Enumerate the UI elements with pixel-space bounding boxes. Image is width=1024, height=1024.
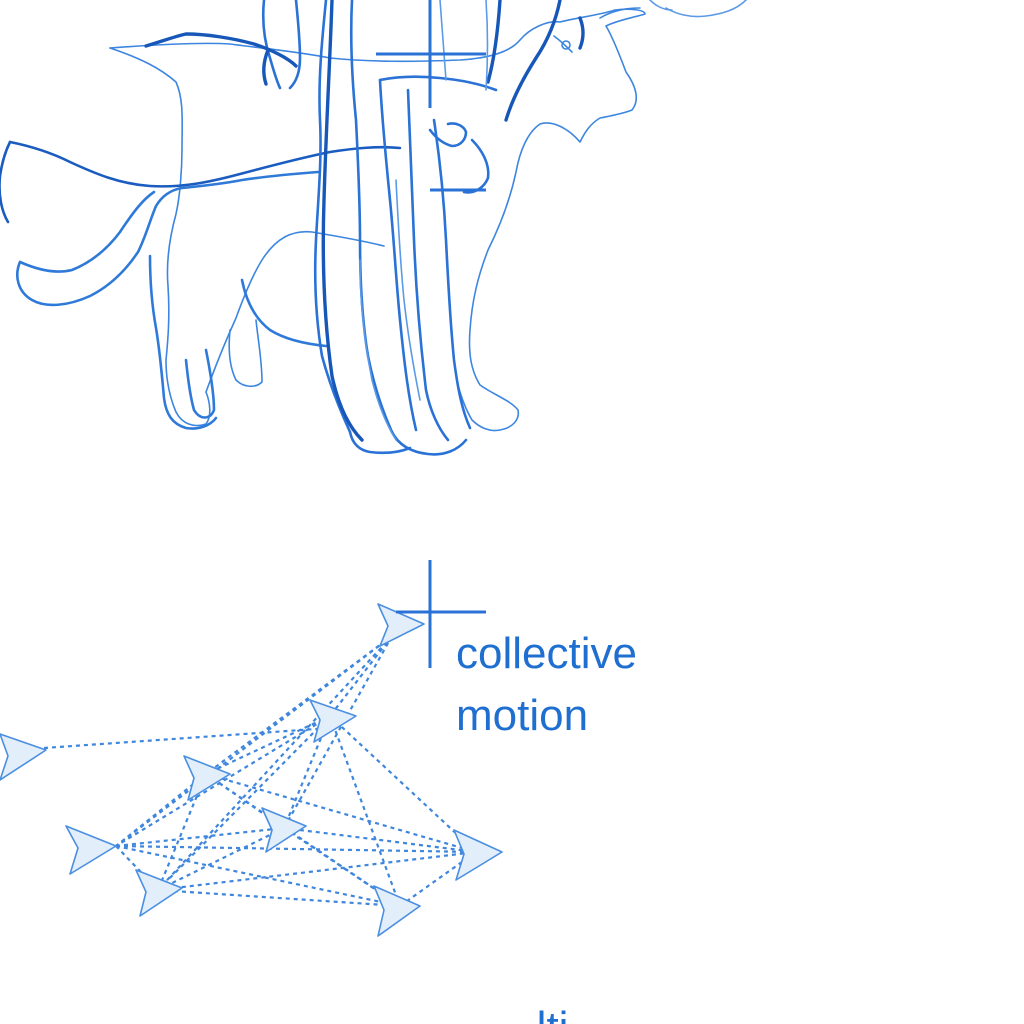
triangle-agent-icon [453,829,503,881]
partial-bottom-text: ...lti... [500,1003,605,1024]
agents [0,603,503,937]
triangle-agent-icon [135,869,183,917]
triangle-agent-icon [373,885,421,937]
dog-outline [16,170,328,430]
triangle-agent-icon [309,699,357,743]
triangle-agent-icon [377,603,425,647]
light-extra-strokes [359,0,747,441]
crosshair-icon [396,560,486,668]
collective-motion-label-line2: motion [456,691,588,740]
triangle-agent-icon [261,807,307,853]
interaction-links [43,635,477,908]
goat-outline [109,7,646,432]
human-figure-outline [261,0,498,456]
triangle-agent-icon [65,825,117,875]
triangle-agent-icon [183,755,231,801]
collective-motion-diagram: collective motion [0,560,637,937]
collective-motion-label-line1: collective [456,629,637,678]
triangle-agent-icon [0,733,47,781]
partial-bottom-label: ...lti... [500,1003,605,1024]
crosshair-icon [376,0,486,192]
snake-stroke [0,140,402,224]
overlaid-animals-sketch [0,0,747,456]
dark-accent-strokes [144,0,585,442]
